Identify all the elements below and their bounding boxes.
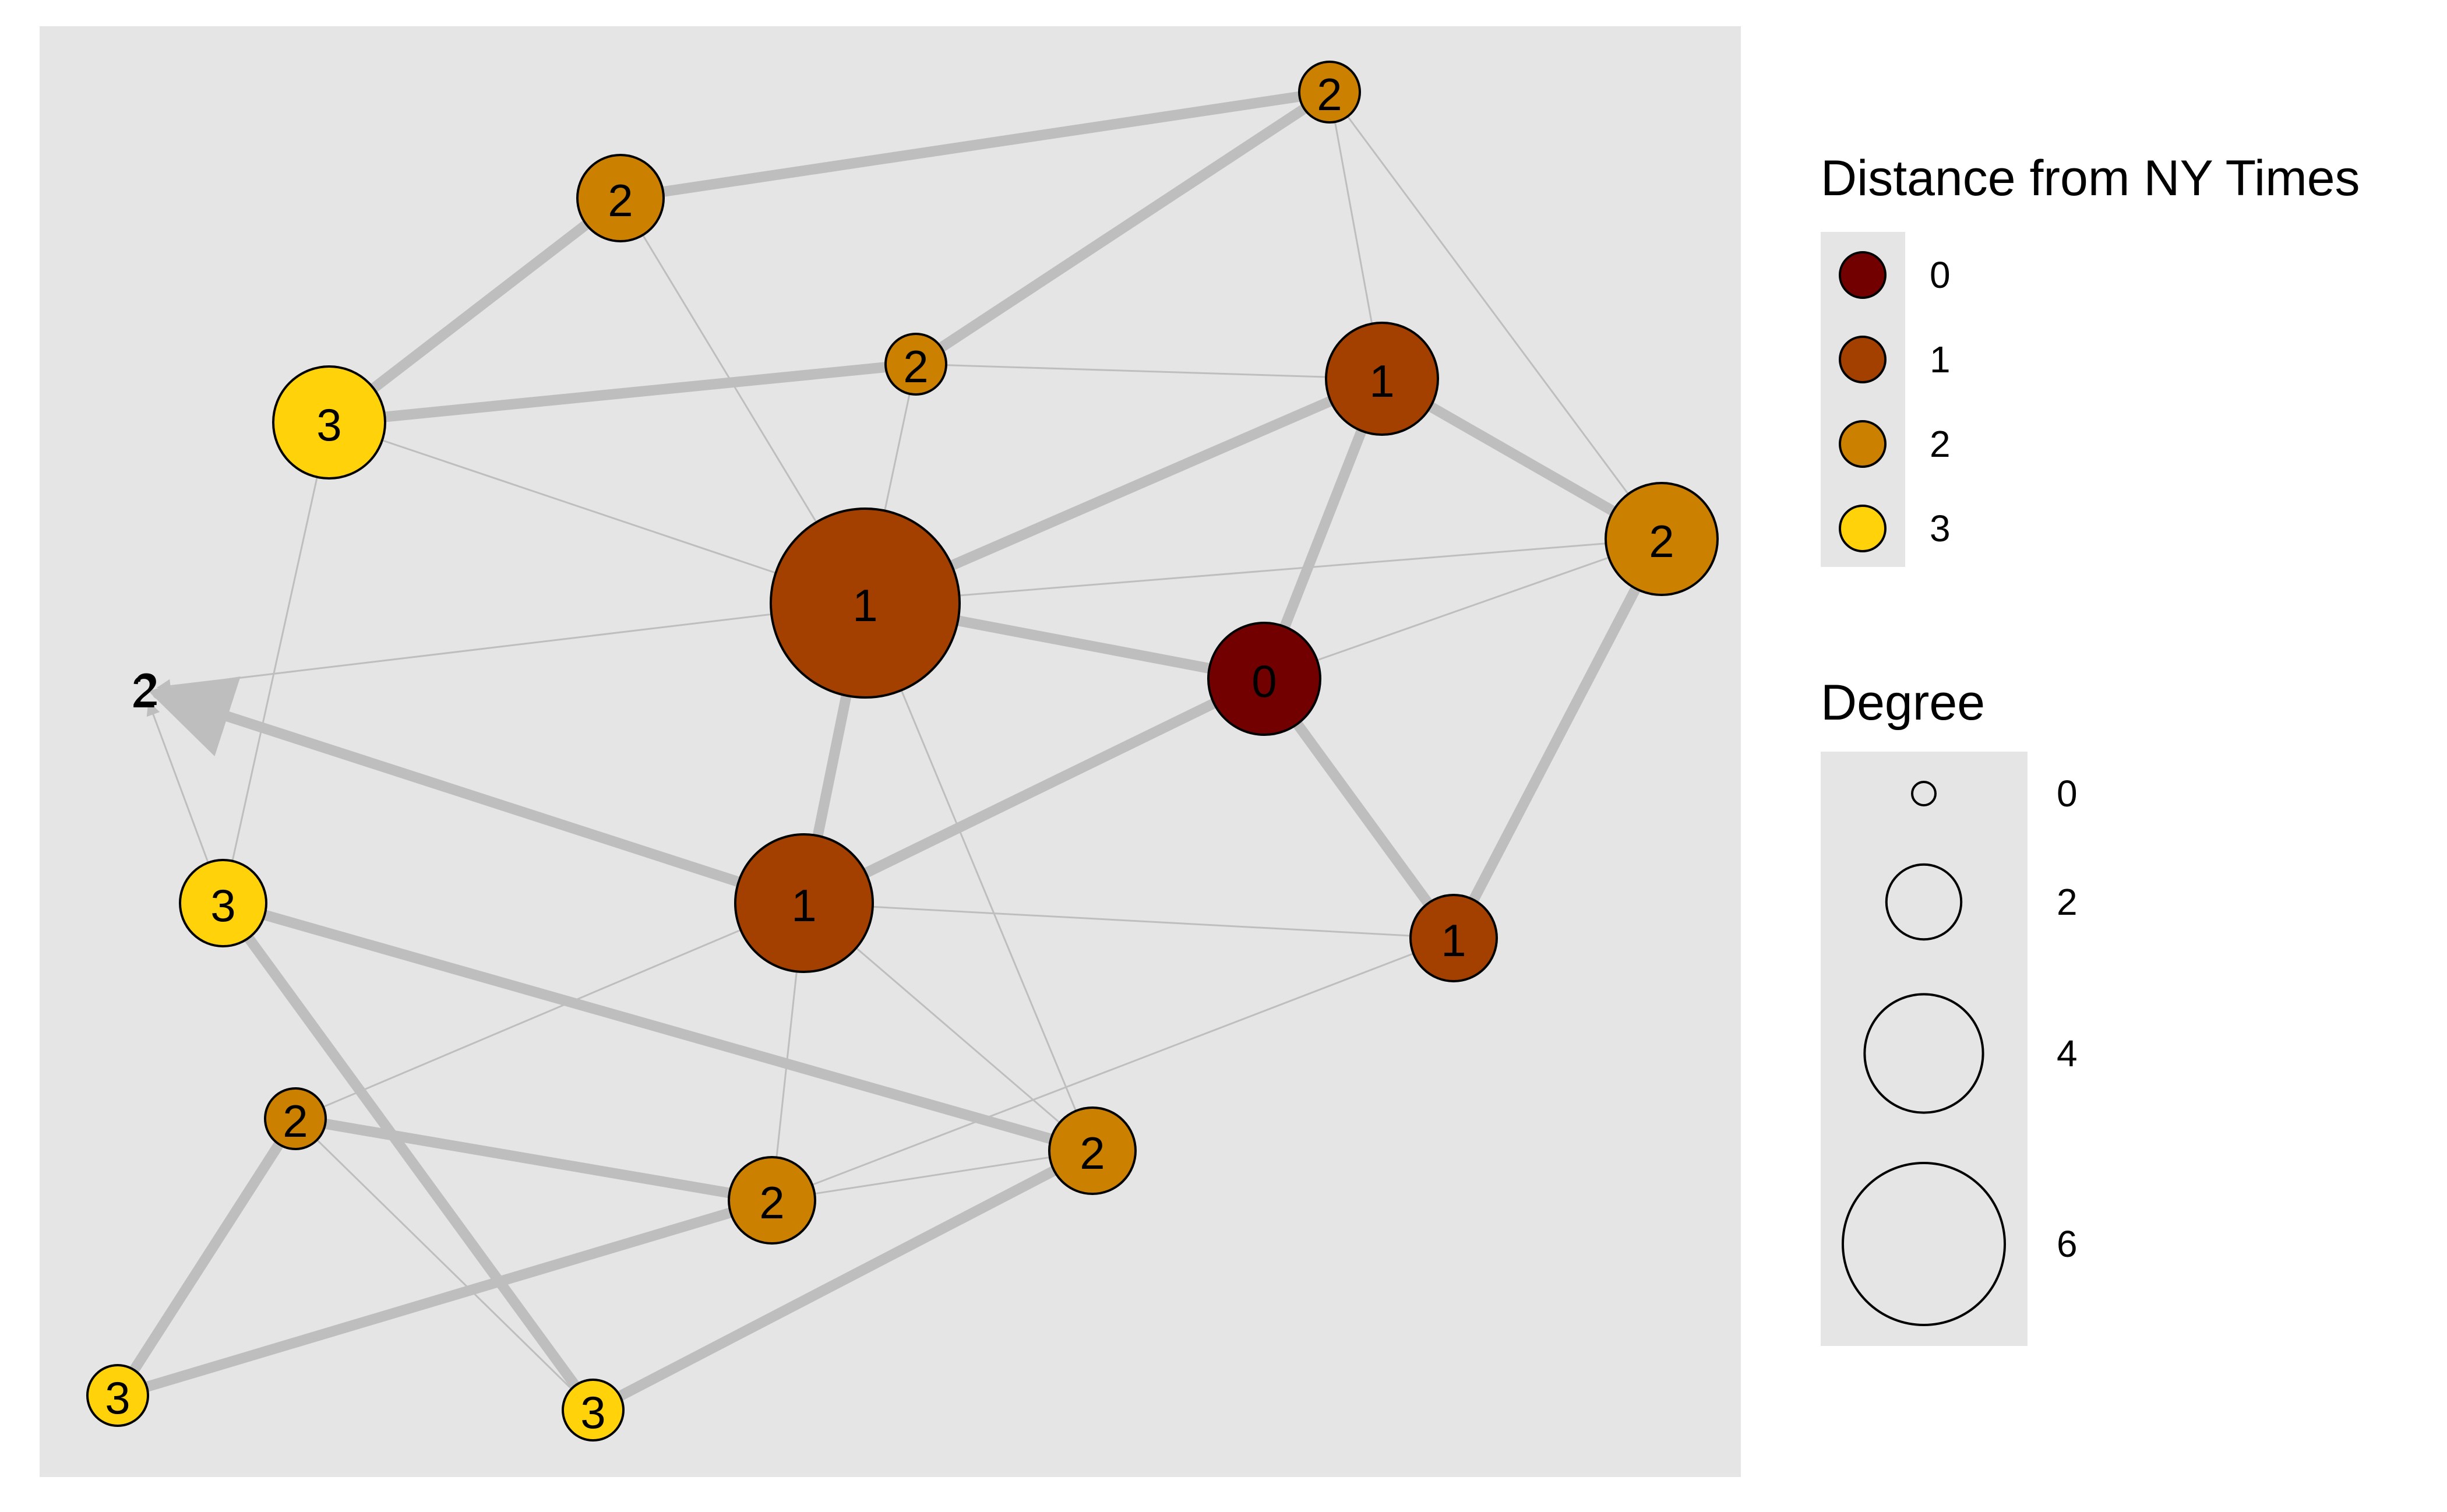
node-label-shadow-n9: 2 — [133, 664, 158, 715]
node-circle-n1 — [1298, 61, 1361, 124]
node-label-n1: 2 — [1317, 69, 1342, 120]
node-n10: 3 — [179, 859, 267, 947]
node-n1: 2 — [1298, 61, 1361, 124]
legend-degree: Degree 0 2 4 6 — [1821, 675, 2078, 1346]
node-circle-n4 — [272, 365, 386, 480]
edge-n13-n17 — [294, 1118, 594, 1411]
node-circle-n11 — [734, 833, 874, 973]
node-label-n5: 1 — [1369, 355, 1394, 407]
edge-n10-n14 — [218, 898, 1098, 1156]
edge-n8-n11 — [799, 674, 1270, 908]
edge-n7-n9 — [156, 602, 866, 693]
legend-distance-swatch-3 — [1839, 505, 1887, 552]
legend-distance-swatch-2 — [1839, 420, 1887, 468]
legend-degree-swatch-2 — [1885, 863, 1963, 941]
node-n8: 0 — [1207, 622, 1321, 736]
legend-distance-swatch-0 — [1839, 251, 1887, 299]
edge-n3-n4 — [324, 359, 921, 428]
node-label-n2: 2 — [608, 175, 633, 226]
node-n7: 1 — [770, 507, 961, 699]
node-circle-n14 — [1048, 1106, 1137, 1195]
node-circle-n16 — [86, 1364, 149, 1427]
node-circle-n10 — [179, 859, 267, 947]
edge-n13-n16 — [112, 1113, 301, 1401]
node-label-n12: 1 — [1441, 915, 1466, 966]
node-n13: 2 — [264, 1087, 327, 1150]
legend-distance: Distance from NY Times 0 1 2 3 — [1821, 150, 2360, 567]
legend-distance-title: Distance from NY Times — [1821, 150, 2360, 206]
node-label-n14: 2 — [1080, 1127, 1105, 1179]
edge-n7-n6 — [864, 538, 1663, 604]
node-n16: 3 — [86, 1364, 149, 1427]
node-n15: 2 — [728, 1156, 816, 1245]
node-label-n7: 1 — [852, 580, 877, 631]
node-circle-n17 — [562, 1379, 625, 1441]
legend-degree-key-background — [1821, 752, 2028, 1346]
edge-n14-n17 — [588, 1146, 1098, 1415]
edge-n1-n6 — [1328, 91, 1663, 540]
edge-n3-n5 — [915, 363, 1383, 380]
legend-degree-label-4: 4 — [2057, 1032, 2078, 1074]
node-n6: 2 — [1605, 482, 1719, 596]
node-n4: 3 — [272, 365, 386, 480]
node-label-n10: 3 — [210, 880, 235, 931]
node-label-n17: 3 — [580, 1387, 605, 1438]
edge-n7-n14 — [864, 602, 1094, 1152]
node-circle-n5 — [1325, 322, 1439, 436]
node-label-n4: 3 — [316, 399, 341, 450]
node-n17: 3 — [562, 1379, 625, 1441]
node-circle-n6 — [1605, 482, 1719, 596]
edge-n11-n9 — [147, 676, 809, 908]
legend-degree-swatch-4 — [1863, 993, 1984, 1114]
node-n2: 2 — [576, 154, 665, 242]
node-label-n16: 3 — [105, 1372, 130, 1423]
node-label-n3: 2 — [903, 341, 928, 392]
node-circle-n7 — [770, 507, 961, 699]
legend-degree-label-2: 2 — [2057, 881, 2078, 923]
node-circle-n2 — [576, 154, 665, 242]
node-n12: 1 — [1409, 894, 1498, 982]
node-circle-n3 — [884, 333, 947, 396]
node-circle-n12 — [1409, 894, 1498, 982]
edge-n6-n8 — [1263, 538, 1663, 680]
legend-distance-label-3: 3 — [1930, 507, 1951, 549]
edge-n6-n12 — [1448, 534, 1667, 943]
node-circle-n13 — [264, 1087, 327, 1150]
edge-n11-n12 — [803, 902, 1455, 939]
edge-n1-n3 — [911, 87, 1335, 369]
edge-n12-n15 — [771, 937, 1455, 1201]
edge-n2-n4 — [324, 193, 626, 428]
legend-degree-label-0: 0 — [2057, 773, 2078, 815]
edge-n15-n14 — [771, 1150, 1094, 1201]
node-label-n11: 1 — [791, 880, 816, 931]
legend-distance-label-1: 1 — [1930, 339, 1951, 380]
legend-distance-label-2: 2 — [1930, 423, 1951, 465]
edge-n10-n17 — [218, 898, 598, 1415]
node-label-n6: 2 — [1649, 516, 1674, 567]
node-label-n9: 2 — [131, 666, 156, 717]
legend-degree-swatch-6 — [1842, 1162, 2006, 1326]
edge-n4-n10 — [222, 421, 330, 904]
node-n11: 1 — [734, 833, 874, 973]
legend-degree-label-6: 6 — [2057, 1223, 2078, 1265]
node-circle-n15 — [728, 1156, 816, 1245]
node-label-n15: 2 — [759, 1177, 784, 1228]
node-n9: 22 — [131, 664, 158, 717]
edge-n11-n13 — [294, 902, 805, 1120]
node-label-n13: 2 — [283, 1095, 308, 1147]
node-label-n8: 0 — [1251, 655, 1277, 707]
edge-n15-n16 — [112, 1195, 777, 1401]
node-n5: 1 — [1325, 322, 1439, 436]
legend-distance-label-0: 0 — [1930, 254, 1951, 296]
legend-distance-swatch-1 — [1839, 336, 1887, 383]
edge-n1-n2 — [615, 87, 1335, 203]
legend-degree-title: Degree — [1821, 675, 1985, 731]
legend-degree-swatch-0 — [1911, 781, 1937, 806]
node-circle-n8 — [1207, 622, 1321, 736]
edge-n13-n15 — [290, 1113, 777, 1206]
node-n3: 2 — [884, 333, 947, 396]
node-n14: 2 — [1048, 1106, 1137, 1195]
